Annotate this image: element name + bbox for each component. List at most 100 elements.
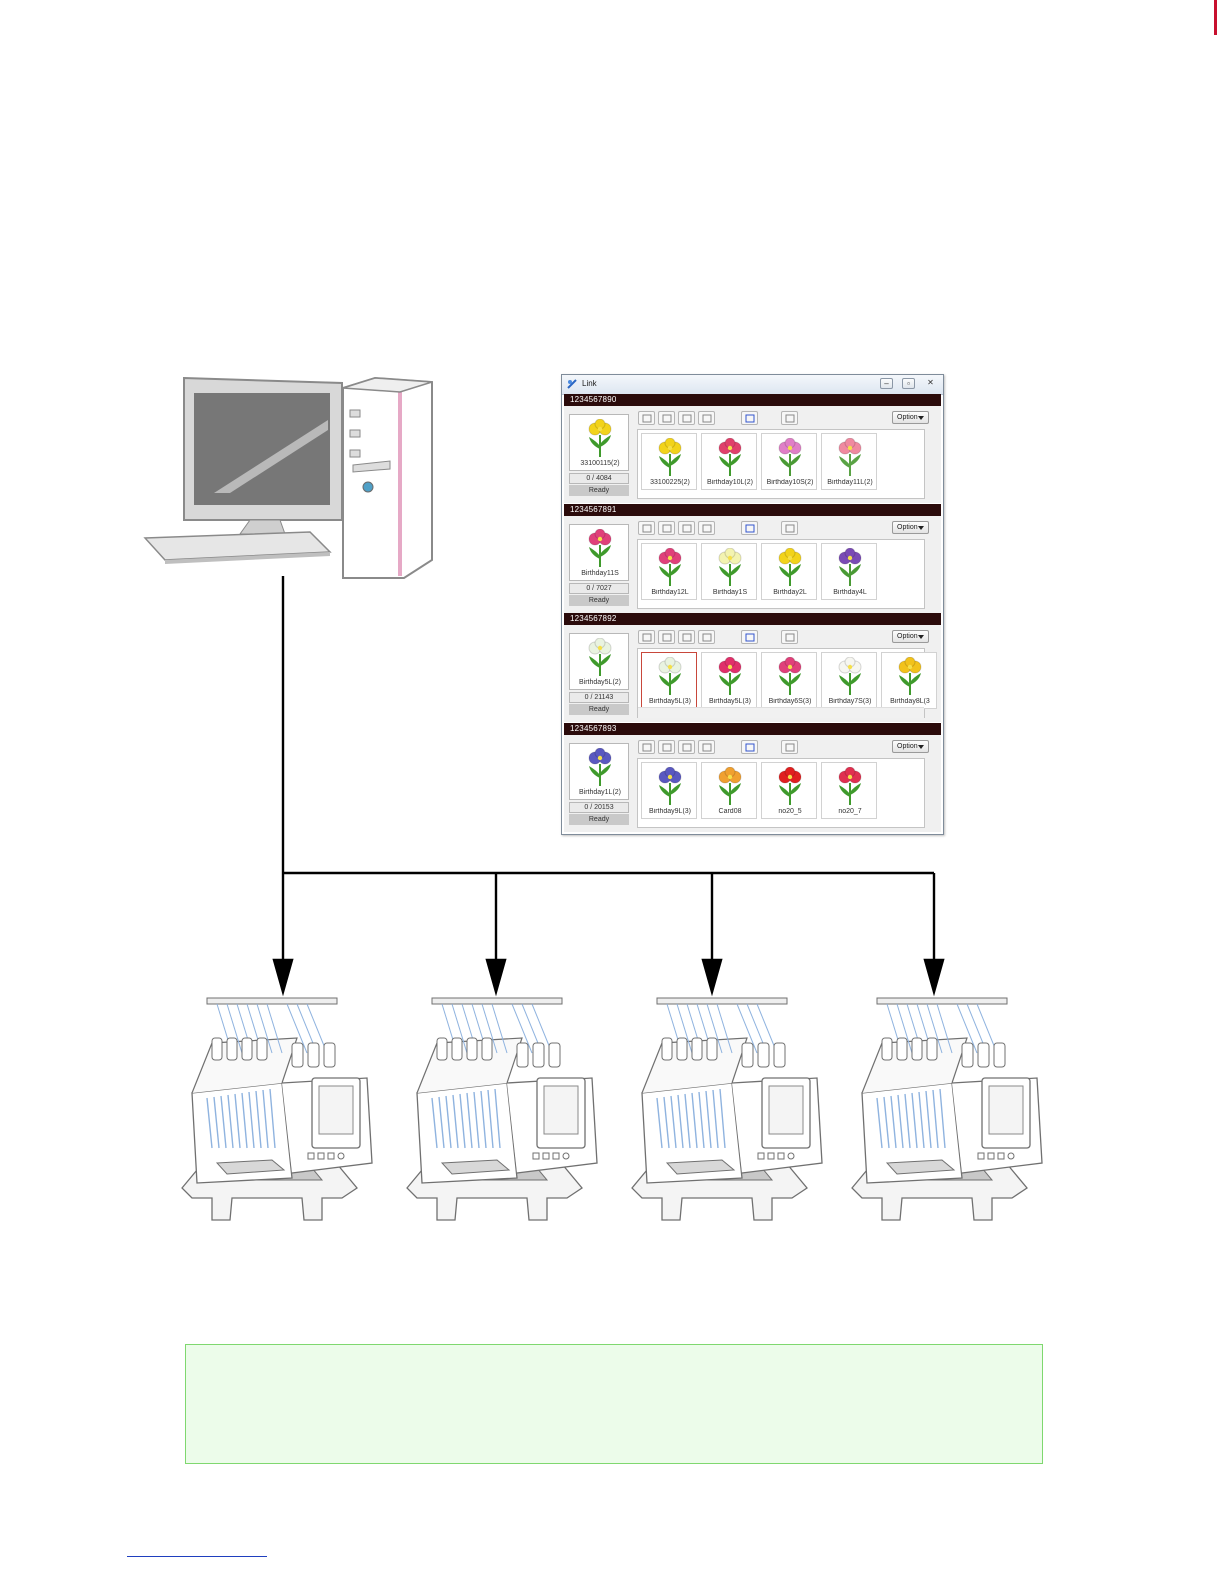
status-label: Ready [569,814,629,825]
move-right-button[interactable] [658,411,675,425]
queue-item[interactable]: Birthday6S(3) [761,652,817,709]
queue-item[interactable]: Birthday10L(2) [701,433,757,490]
current-design-preview[interactable]: Birthday5L(2) [569,633,629,690]
move-left-button[interactable] [638,521,655,535]
option-dropdown[interactable]: Option [892,521,929,534]
queue-item-name: Birthday12L [651,589,689,596]
send-button[interactable] [741,521,758,535]
title-bar[interactable]: Link – ▫ ✕ [562,375,943,395]
close-button[interactable]: ✕ [927,378,934,387]
send-icon [745,524,755,533]
queue-item[interactable]: Birthday10S(2) [761,433,817,490]
current-design-name: Birthday11S [581,570,619,577]
option-dropdown[interactable]: Option [892,630,929,643]
machine-id: 1234567890 [570,395,617,404]
queue-item-name: Birthday8L(3 [890,698,930,705]
move-up-button[interactable] [678,521,695,535]
queue-item[interactable]: Birthday12L [641,543,697,600]
move-up-button[interactable] [678,740,695,754]
move-left-button[interactable] [638,411,655,425]
queue-item-name: Birthday10S(2) [766,479,814,486]
queue-item[interactable]: Birthday5L(3) [701,652,757,709]
move-up-icon [682,414,692,423]
move-right-icon [662,743,672,752]
design-thumbnail-image [718,657,742,695]
option-label: Option [897,524,918,531]
current-design-preview[interactable]: Birthday11S [569,524,629,581]
move-up-button[interactable] [678,411,695,425]
queue-item[interactable]: Card08 [701,762,757,819]
move-right-button[interactable] [658,740,675,754]
trash-icon [785,743,795,752]
design-thumbnail-image [718,767,742,805]
design-thumbnail-image [658,657,682,695]
status-label: Ready [569,595,629,606]
queue-item-name: Birthday10L(2) [707,479,753,486]
design-thumbnail-image [778,657,802,695]
delete-button[interactable] [781,411,798,425]
window-title: Link [582,379,597,388]
design-thumbnail-image [778,548,802,586]
chevron-down-icon [918,416,924,420]
delete-button[interactable] [781,521,798,535]
link-app-icon [567,379,577,389]
send-button[interactable] [741,740,758,754]
current-design-name: Birthday1L(2) [578,789,622,796]
send-button[interactable] [741,411,758,425]
status-label: Ready [569,704,629,715]
move-down-button[interactable] [698,411,715,425]
send-icon [745,633,755,642]
queue-item-name: Birthday1S [712,589,748,596]
queue-item[interactable]: 33100225(2) [641,433,697,490]
queue-item[interactable]: no20_5 [761,762,817,819]
current-design-preview[interactable]: 33100115(2) [569,414,629,471]
queue-item[interactable]: Birthday2L [761,543,817,600]
design-thumbnail-image [718,438,742,476]
current-design-preview[interactable]: Birthday1L(2) [569,743,629,800]
move-down-icon [702,414,712,423]
delete-button[interactable] [781,740,798,754]
move-down-icon [702,524,712,533]
trash-icon [785,414,795,423]
queue-item[interactable]: Birthday4L [821,543,877,600]
machine-id: 1234567893 [570,724,617,733]
move-right-button[interactable] [658,521,675,535]
computer-illustration [143,376,433,579]
move-down-button[interactable] [698,521,715,535]
move-right-button[interactable] [658,630,675,644]
queue-item-name: no20_7 [838,808,862,815]
queue-item[interactable]: Birthday7S(3) [821,652,877,709]
option-label: Option [897,633,918,640]
queue-item[interactable]: no20_7 [821,762,877,819]
move-left-button[interactable] [638,740,655,754]
queue-item[interactable]: Birthday11L(2) [821,433,877,490]
move-down-icon [702,743,712,752]
queue-item[interactable]: Birthday8L(3 [881,652,937,709]
queue-item[interactable]: Birthday1S [701,543,757,600]
option-dropdown[interactable]: Option [892,411,929,424]
queue-item[interactable]: Birthday9L(3) [641,762,697,819]
minimize-button[interactable]: – [880,378,893,389]
move-down-button[interactable] [698,630,715,644]
current-design-name: 33100115(2) [580,460,620,467]
panel-header: 1234567893 [564,723,941,735]
move-left-button[interactable] [638,630,655,644]
move-up-button[interactable] [678,630,695,644]
option-dropdown[interactable]: Option [892,740,929,753]
trash-icon [785,524,795,533]
horizontal-scrollbar[interactable] [638,707,924,718]
send-button[interactable] [741,630,758,644]
queue-item[interactable]: Birthday5L(3) [641,652,697,709]
note-box [185,1344,1043,1464]
move-down-button[interactable] [698,740,715,754]
maximize-button[interactable]: ▫ [902,378,915,389]
delete-button[interactable] [781,630,798,644]
queue-item-name: Birthday11L(2) [827,479,873,486]
trash-icon [785,633,795,642]
current-design-image [588,529,612,567]
